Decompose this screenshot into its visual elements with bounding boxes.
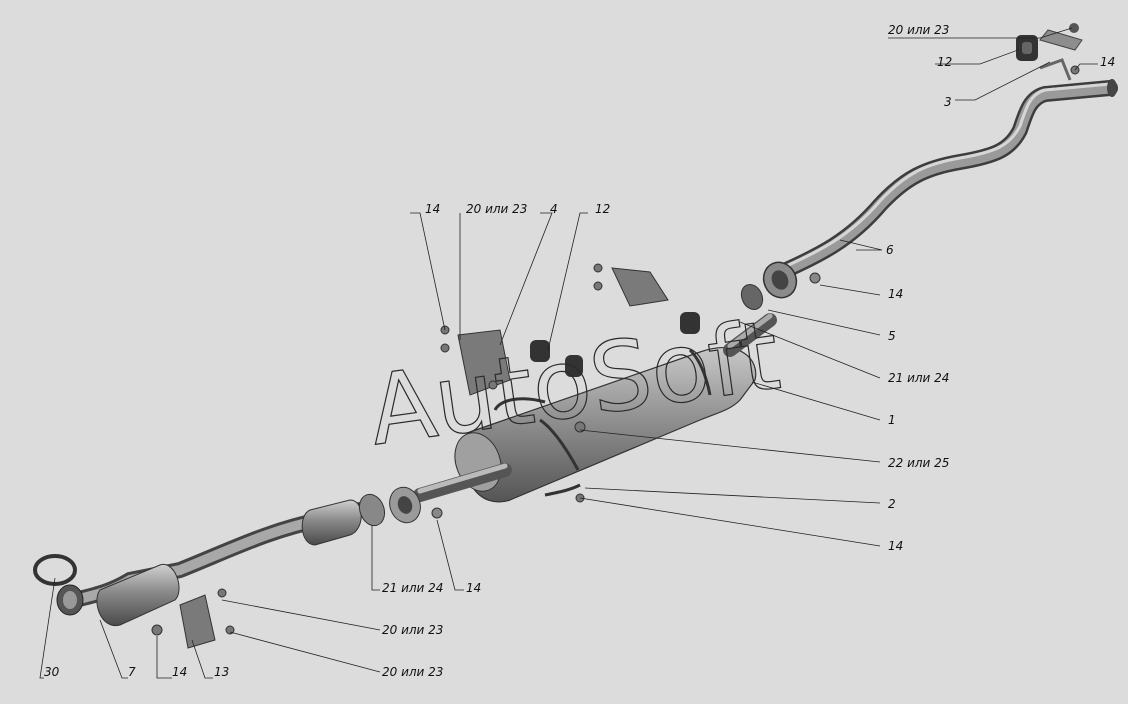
callout-label: 21 или 24 [382,581,443,595]
front-pipe-assembly [56,499,368,626]
front-clamp-and-bracket [33,554,235,649]
callout-label: 14 [888,287,903,301]
callout-label: 2 [888,497,896,511]
bolt-icon [488,380,498,390]
callout-label: 20 или 23 [382,665,443,679]
callout-label: 13 [214,665,229,679]
middle-hanger-brackets [440,263,700,396]
callout-label: 30 [44,665,60,679]
bolt-icon [217,588,227,598]
bolt-icon [225,625,235,635]
callout-label: 14 [172,665,187,679]
clamp-icon [33,554,77,586]
bolt-icon [1069,23,1079,33]
callout-label: 20 или 23 [888,23,949,37]
rear-hanger-assembly [1016,23,1083,81]
nut-icon [431,507,443,519]
middle-flanges [358,486,443,527]
leader-lines [39,27,1098,679]
nut-icon [809,272,821,284]
callout-label: 5 [888,329,896,343]
tail-pipe [774,79,1118,280]
callout-label: 3 [944,95,952,109]
callout-label: 22 или 25 [888,456,949,470]
bolt-icon [574,421,586,433]
callout-label: 20 или 23 [466,202,527,216]
callout-label: 12 [595,202,610,216]
callout-label: 12 [937,55,952,69]
nut-icon [151,624,163,636]
callout-label: 4 [550,202,558,216]
callout-label: 7 [128,665,136,679]
tail-pipe-outlet [1107,79,1117,97]
tail-flange [740,261,821,311]
muffler [413,313,777,503]
nut-icon [593,281,603,291]
callout-label: 14 [466,581,481,595]
muffler-straps [493,397,586,503]
nut-icon [593,263,603,273]
callout-label: 14 [888,539,903,553]
nut-icon [440,343,450,353]
callout-labels: 20 или 23 12 3 14 14 20 или 23 4 12 6 14… [44,23,1115,679]
callout-label: 6 [886,243,894,257]
callout-label: 14 [1100,55,1115,69]
callout-label: 14 [425,202,440,216]
callout-label: 21 или 24 [888,371,949,385]
callout-label: 20 или 23 [382,623,443,637]
callout-label: 1 [888,413,896,427]
